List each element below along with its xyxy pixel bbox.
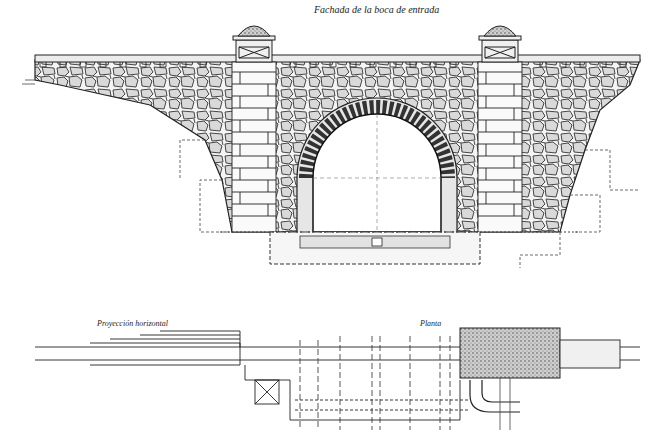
drawing-stroke (240, 72, 514, 216)
drawing-stroke (255, 380, 279, 404)
drawing-stroke (313, 114, 441, 232)
drawing-stroke (90, 331, 240, 365)
drawing-stroke (35, 55, 640, 62)
drawing-stroke (460, 328, 560, 378)
drawing-stroke (300, 236, 450, 248)
drawing-stroke (520, 150, 640, 268)
drawing-stroke (313, 114, 441, 232)
drawing-stroke (270, 232, 480, 264)
drawing-stroke (479, 36, 521, 40)
drawing-stroke (232, 62, 276, 232)
drawing-stroke (500, 378, 510, 430)
drawing-stroke (485, 47, 515, 58)
view-label: Proyección horizontal (95, 320, 170, 329)
drawing-stroke (297, 98, 457, 232)
drawing-stroke (482, 40, 518, 62)
drawing-stroke (300, 336, 450, 430)
drawing-stroke (255, 380, 279, 404)
drawing-stroke (470, 380, 520, 412)
drawing-stroke (295, 400, 470, 410)
drawing-stroke (22, 80, 35, 84)
drawing-title: Fachada de la boca de entrada (312, 4, 441, 15)
drawing-stroke (233, 36, 275, 40)
drawing-stroke (239, 47, 269, 58)
drawing-stroke (232, 62, 522, 232)
drawing-stroke (233, 26, 521, 62)
drawing-stroke (560, 340, 620, 368)
drawing-stroke (232, 72, 522, 216)
drawing-stroke (180, 140, 232, 232)
drawing-stroke (372, 238, 382, 246)
drawing-stroke (236, 40, 272, 62)
drawing-stroke (245, 365, 460, 420)
drawing-stroke (478, 62, 522, 232)
drawing-stroke (35, 60, 640, 232)
drawing-stroke (220, 232, 580, 233)
drawing-stroke (40, 62, 626, 67)
view-label: Planta (418, 320, 443, 329)
drawing-stroke (484, 26, 516, 36)
drawing-stroke (238, 26, 270, 36)
